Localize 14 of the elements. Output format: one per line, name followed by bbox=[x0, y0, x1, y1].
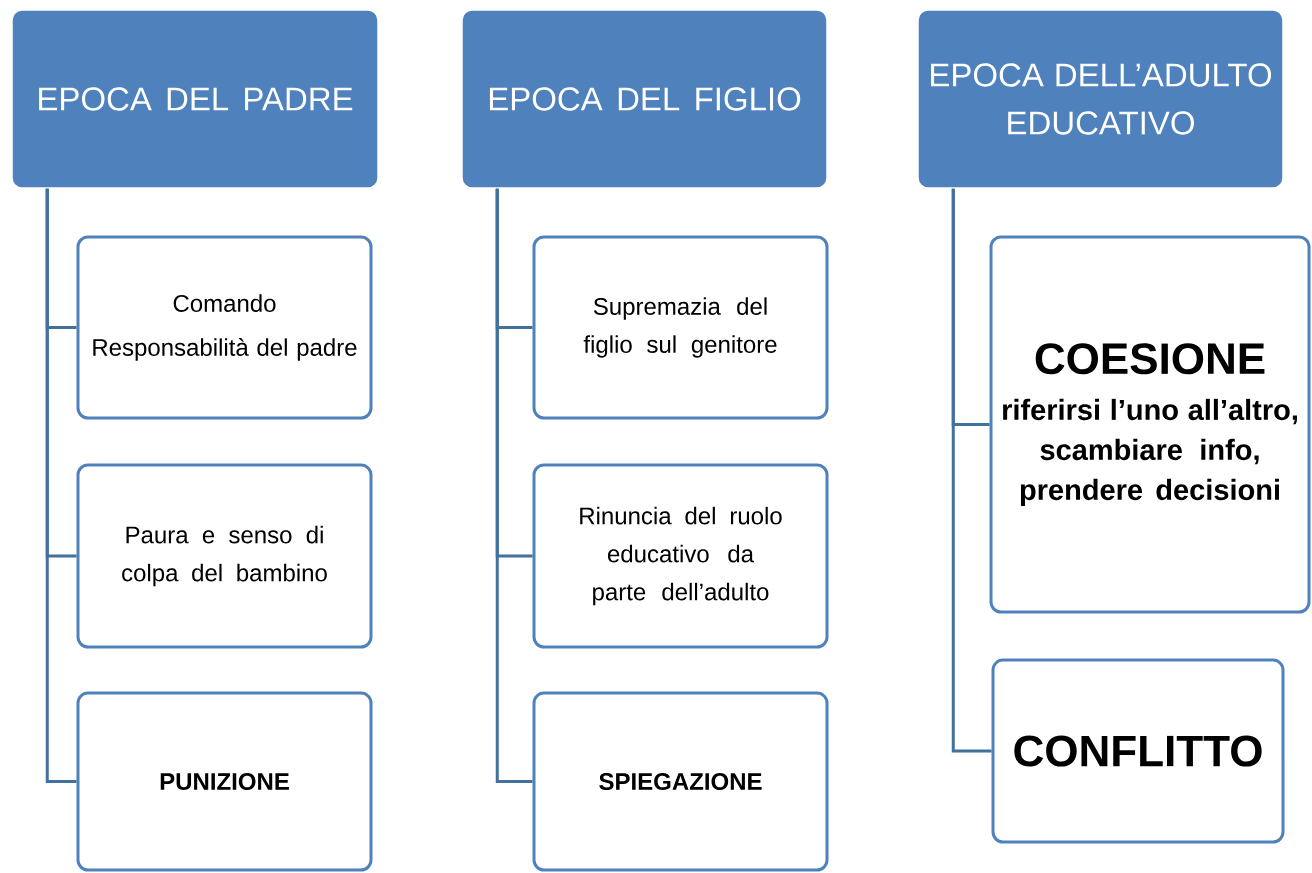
content-box: Paura e senso di colpa del bambino bbox=[76, 463, 373, 649]
content-box: Comando Responsabilità del padre bbox=[76, 235, 373, 420]
content-box: PUNIZIONE bbox=[76, 691, 373, 872]
content-box: Supremazia del figlio sul genitore bbox=[532, 235, 829, 420]
content-box: CONFLITTO bbox=[991, 658, 1285, 844]
content-box: Rinuncia del ruolo educativo da parte dell’adulto bbox=[532, 463, 829, 649]
connector-line bbox=[495, 188, 533, 783]
content-box: SPIEGAZIONE bbox=[532, 691, 829, 872]
header-box: EPOCA DEL FIGLIO bbox=[461, 9, 828, 189]
connector-line bbox=[951, 188, 992, 753]
header-box: EPOCA DEL PADRE bbox=[11, 9, 379, 189]
header-box: EPOCA DELL’ADULTO EDUCATIVO bbox=[917, 9, 1284, 189]
content-box: COESIONE riferirsi l’uno all’altro, scambiare info, prendere decisioni bbox=[989, 235, 1311, 614]
connector-line bbox=[45, 188, 77, 783]
